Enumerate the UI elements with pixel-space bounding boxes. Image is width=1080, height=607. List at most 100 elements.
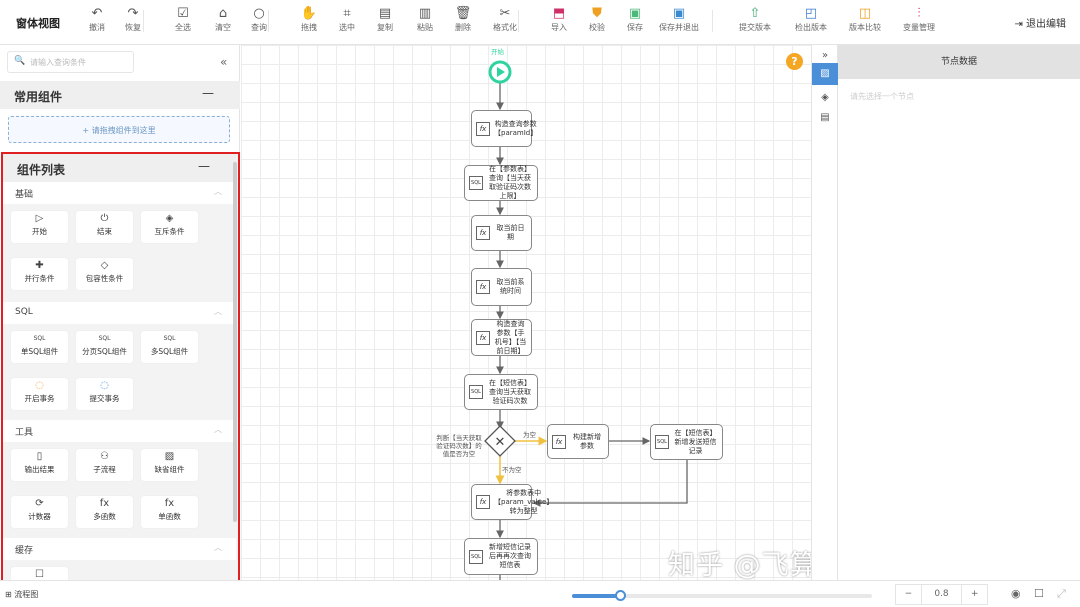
component-item[interactable]: ✚并行条件 bbox=[11, 258, 68, 290]
collapse-panel-button[interactable]: « bbox=[220, 55, 228, 69]
component-panel: 🔍请输入查询条件 « 常用组件— + 请拖拽组件到这里 组件列表— 基础︿ ▷开始… bbox=[0, 45, 240, 586]
component-item[interactable]: ▷开始 bbox=[11, 211, 68, 243]
trash-button[interactable]: 🗑删除 bbox=[440, 6, 486, 33]
view-title: 窗体视图 bbox=[16, 17, 60, 30]
minimize-icon[interactable]: — bbox=[198, 159, 210, 173]
component-icon: fx bbox=[99, 498, 110, 509]
component-icon: ▯ bbox=[36, 451, 43, 462]
crop-button[interactable]: ⌗选中 bbox=[324, 6, 370, 33]
save-icon: ▣ bbox=[628, 6, 642, 21]
component-icon: SQL bbox=[98, 335, 111, 342]
component-item[interactable]: ◌提交事务 bbox=[76, 378, 133, 410]
component-item[interactable]: ◇包容性条件 bbox=[76, 258, 133, 290]
format-button[interactable]: ✂格式化 bbox=[482, 6, 528, 33]
category-header[interactable]: 工具︿ bbox=[3, 420, 236, 442]
undo-button[interactable]: ↶撤消 bbox=[74, 6, 120, 33]
function-icon: fx bbox=[476, 280, 490, 294]
slider-handle[interactable] bbox=[615, 590, 626, 601]
component-icon: ◌ bbox=[35, 380, 44, 391]
common-components-header[interactable]: 常用组件— bbox=[0, 81, 240, 109]
expand-icon[interactable]: » bbox=[821, 50, 829, 61]
start-event[interactable] bbox=[488, 60, 512, 84]
component-item[interactable]: ☐ bbox=[11, 567, 68, 584]
checkout-button[interactable]: ◰检出版本 bbox=[788, 6, 834, 33]
tab-flowchart[interactable]: ⊞ 流程图 bbox=[5, 590, 39, 599]
component-item[interactable]: ◈互斥条件 bbox=[141, 211, 198, 243]
window-icon[interactable]: ☐ bbox=[1034, 587, 1044, 600]
component-list-header[interactable]: 组件列表— bbox=[3, 154, 236, 182]
component-icon: ◈ bbox=[165, 213, 174, 224]
node-data-icon[interactable]: ▨ bbox=[812, 63, 838, 85]
gateway-exclusive[interactable]: ✕ bbox=[484, 425, 516, 457]
fullscreen-icon[interactable]: ⤢ bbox=[1057, 587, 1066, 600]
broom-button[interactable]: ⌂清空 bbox=[200, 6, 246, 33]
drop-zone[interactable]: + 请拖拽组件到这里 bbox=[8, 116, 230, 143]
sql-file-icon: SQL bbox=[469, 176, 483, 190]
category-header[interactable]: 缓存︿ bbox=[3, 538, 236, 560]
copy-button[interactable]: ▤复制 bbox=[362, 6, 408, 33]
zoom-slider[interactable] bbox=[572, 590, 872, 601]
right-icon-strip: » ▨ ◈ ▤ bbox=[811, 45, 838, 580]
chevron-up-icon[interactable]: ︿ bbox=[214, 187, 222, 196]
component-item[interactable]: ▨缺省组件 bbox=[141, 449, 198, 481]
paint-bucket-icon[interactable]: ◈ bbox=[821, 92, 829, 103]
scrollbar[interactable] bbox=[233, 162, 237, 522]
zoom-in-button[interactable]: + bbox=[970, 589, 979, 599]
function-icon: fx bbox=[476, 495, 490, 509]
copy-icon: ▤ bbox=[378, 6, 392, 21]
category-header[interactable]: SQL︿ bbox=[3, 302, 236, 324]
import-icon: ⬒ bbox=[552, 6, 566, 21]
chevron-up-icon[interactable]: ︿ bbox=[214, 425, 222, 434]
locate-icon[interactable]: ◉ bbox=[1011, 587, 1021, 600]
redo-button[interactable]: ↷恢复 bbox=[110, 6, 156, 33]
compare-button[interactable]: ◫版本比较 bbox=[842, 6, 888, 33]
help-icon[interactable]: ? bbox=[786, 53, 803, 70]
component-icon: ⟳ bbox=[35, 498, 44, 509]
chevron-up-icon[interactable]: ︿ bbox=[214, 307, 222, 316]
zoom-value[interactable]: 0.8 bbox=[920, 585, 963, 604]
zoom-out-button[interactable]: − bbox=[904, 589, 913, 599]
search-button[interactable]: ○查询 bbox=[236, 6, 282, 33]
checkbox-button[interactable]: ☑全选 bbox=[160, 6, 206, 33]
component-item[interactable]: ⏻结束 bbox=[76, 211, 133, 243]
undo-icon: ↶ bbox=[91, 6, 103, 21]
minimize-icon[interactable]: — bbox=[202, 86, 214, 100]
component-item[interactable]: ◌开启事务 bbox=[11, 378, 68, 410]
shield-button[interactable]: ⛊校验 bbox=[574, 6, 620, 33]
variables-button[interactable]: ⫶变量管理 bbox=[896, 6, 942, 33]
import-button[interactable]: ⬒导入 bbox=[536, 6, 582, 33]
save-button[interactable]: ▣保存 bbox=[612, 6, 658, 33]
empty-hint: 请先选择一个节点 bbox=[850, 92, 914, 101]
component-item[interactable]: ⚇子流程 bbox=[76, 449, 133, 481]
search-input[interactable]: 🔍请输入查询条件 bbox=[7, 51, 134, 73]
hand-button[interactable]: ✋拖拽 bbox=[286, 6, 332, 33]
save-exit-button[interactable]: ▣保存并退出 bbox=[656, 6, 702, 33]
exit-edit-button[interactable]: ⇥ 退出编辑 bbox=[1014, 19, 1066, 30]
table-icon[interactable]: ▤ bbox=[820, 112, 830, 123]
component-item[interactable]: ⟳计数器 bbox=[11, 496, 68, 528]
panel-title: 节点数据 bbox=[838, 45, 1080, 79]
category-header[interactable]: 基础︿ bbox=[3, 182, 236, 204]
chevron-up-icon[interactable]: ︿ bbox=[214, 543, 222, 552]
commit-button[interactable]: ⇧提交版本 bbox=[732, 6, 778, 33]
search-icon: 🔍 bbox=[14, 56, 26, 66]
paste-button[interactable]: ▥粘贴 bbox=[402, 6, 448, 33]
component-icon: ⚇ bbox=[100, 451, 109, 462]
component-item[interactable]: ▯输出结果 bbox=[11, 449, 68, 481]
